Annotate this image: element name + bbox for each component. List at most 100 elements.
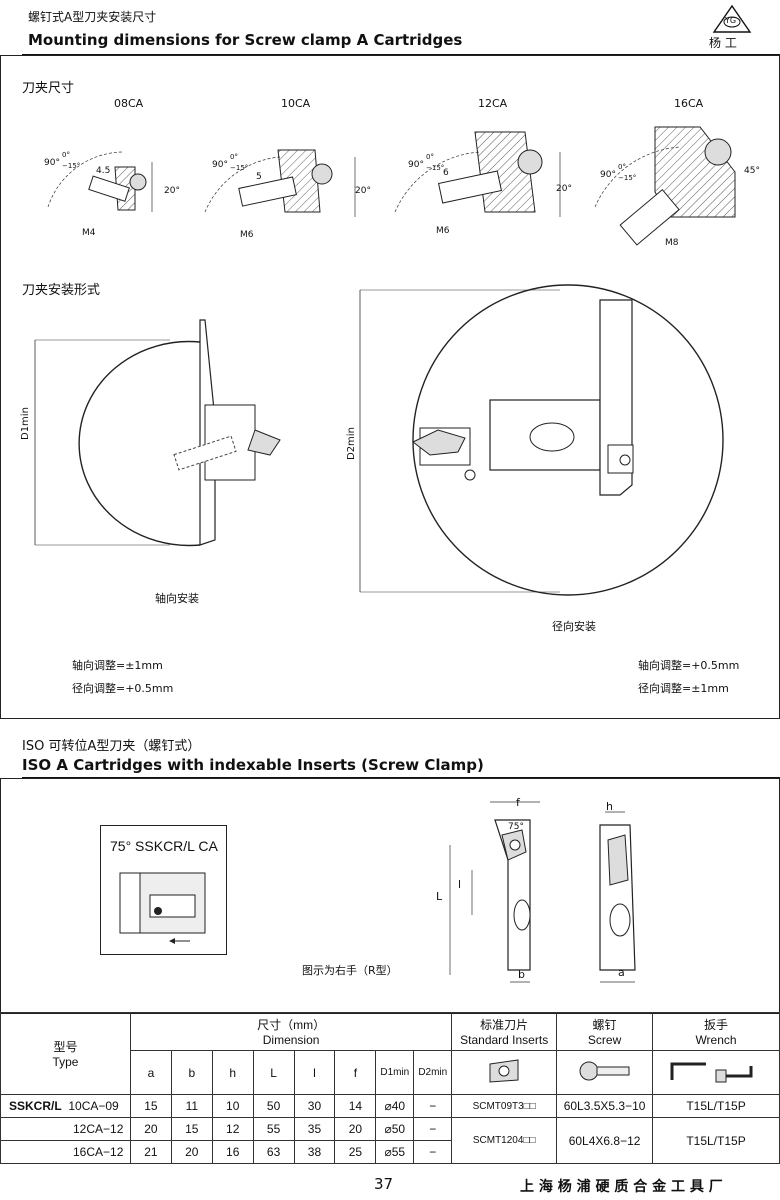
dim-l-label: l [458, 878, 462, 891]
type-label-12ca: 12CA [478, 97, 508, 110]
tilt-12ca: 20° [556, 184, 572, 194]
radial-label: 径向安装 [552, 620, 596, 633]
cell: 38 [293, 1140, 336, 1164]
cell: 16 [211, 1140, 254, 1164]
insert-cell: SCMT09T3□□ [451, 1094, 558, 1118]
iso-rule [22, 777, 780, 778]
cartridge-10ca-drawing [204, 149, 356, 217]
triangle-logo-icon [712, 4, 752, 33]
dimension-header: 尺寸（mm）Dimension [129, 1012, 453, 1051]
type-label-08ca: 08CA [114, 97, 144, 110]
col-f: f [334, 1050, 377, 1095]
right-note-1: 轴向调整=+0.5mm [638, 659, 740, 672]
d1-label: D1min [20, 407, 31, 440]
logo-text: YG [725, 16, 737, 25]
cell: 20 [129, 1117, 172, 1141]
dim-h-label: h [606, 800, 613, 813]
wrench-image [652, 1050, 780, 1095]
col-h: h [211, 1050, 254, 1095]
wrench-icon [670, 1062, 753, 1083]
cell: − [413, 1140, 453, 1164]
cell: 20 [170, 1140, 213, 1164]
wrench-cell: T15L/T15P [652, 1117, 780, 1164]
tilt-08ca: 20° [164, 186, 180, 196]
iso-cartridge-drawing [449, 801, 636, 983]
cell: 20 [334, 1117, 377, 1141]
insert-icon [489, 1059, 519, 1083]
company-name: 上 海 杨 浦 硬 质 合 金 工 具 厂 [520, 1179, 723, 1195]
angle-upper-12ca: 0° [426, 153, 434, 161]
insert-cell: SCMT1204□□ [451, 1117, 558, 1164]
cell: ⌀55 [375, 1140, 415, 1164]
model-drawing [119, 872, 206, 944]
col-l: l [293, 1050, 336, 1095]
angle-upper-10ca: 0° [230, 153, 238, 161]
table-row-type: 16CA−12 [0, 1140, 131, 1164]
insert-image [451, 1050, 558, 1095]
cell: ⌀50 [375, 1117, 415, 1141]
cell: 63 [252, 1140, 295, 1164]
angle-lower-10ca: −15° [230, 164, 249, 172]
mount-heading: 刀夹安装形式 [22, 283, 101, 298]
cell: 50 [252, 1094, 295, 1118]
right-note-2: 径向调整=±1mm [638, 682, 729, 695]
dim-b-label: b [518, 968, 525, 981]
type-label-10ca: 10CA [281, 97, 311, 110]
tilt-16ca: 45° [744, 166, 760, 176]
left-note-2: 径向调整=+0.5mm [72, 682, 174, 695]
thread-08ca: M4 [82, 228, 96, 238]
cell: 11 [170, 1094, 213, 1118]
arrow-left-icon [169, 938, 175, 944]
header-rule [22, 54, 780, 55]
angle-12ca: 90° [408, 160, 424, 170]
offset-12ca: 6 [443, 168, 449, 178]
axial-mount-drawing [34, 319, 281, 547]
iso-title-cn: ISO 可转位A型刀夹（螺钉式） [22, 739, 201, 754]
cell: 15 [170, 1117, 213, 1141]
col-d2min: D2min [413, 1050, 453, 1095]
dim-a-label: a [618, 966, 625, 979]
cell: 21 [129, 1140, 172, 1164]
angle-lower-08ca: −15° [62, 162, 81, 170]
offset-10ca: 5 [256, 172, 262, 182]
angle-10ca: 90° [212, 160, 228, 170]
table-row-type: SSKCR/L 10CA−09 [0, 1094, 131, 1118]
title-en: Mounting dimensions for Screw clamp A Ca… [28, 31, 463, 49]
dim-f-label: f [516, 796, 520, 809]
dim-75-label: 75° [508, 822, 524, 832]
tilt-10ca: 20° [355, 186, 371, 196]
screw-cell: 60L4X6.8−12 [556, 1117, 654, 1164]
col-a: a [129, 1050, 172, 1095]
cell: − [413, 1094, 453, 1118]
hand-note: 图示为右手（R型） [302, 964, 398, 977]
cartridge-08ca-drawing [47, 151, 153, 212]
title-cn: 螺钉式A型刀夹安装尺寸 [28, 10, 157, 24]
cartridge-drawings [47, 126, 736, 246]
page-number: 37 [374, 1175, 394, 1193]
cell: 14 [334, 1094, 377, 1118]
cell: 12 [211, 1117, 254, 1141]
wrench-cell: T15L/T15P [652, 1094, 780, 1118]
thread-12ca: M6 [436, 226, 450, 236]
dim-L-label: L [436, 890, 443, 903]
logo-sub: 杨 工 [709, 36, 737, 50]
angle-upper-08ca: 0° [62, 151, 70, 159]
col-L: L [252, 1050, 295, 1095]
cell: ⌀40 [375, 1094, 415, 1118]
cell: − [413, 1117, 453, 1141]
cell: 35 [293, 1117, 336, 1141]
cell: 55 [252, 1117, 295, 1141]
thread-10ca: M6 [240, 230, 254, 240]
offset-08ca: 4.5 [96, 166, 111, 176]
mounting-drawings [34, 284, 724, 596]
angle-lower-16ca: −15° [618, 174, 637, 182]
col-b: b [170, 1050, 213, 1095]
left-note-1: 轴向调整=±1mm [72, 659, 163, 672]
iso-title-en: ISO A Cartridges with indexable Inserts … [22, 756, 484, 774]
axial-label: 轴向安装 [155, 592, 199, 605]
angle-lower-12ca: −15° [426, 164, 445, 172]
type-label-16ca: 16CA [674, 97, 704, 110]
